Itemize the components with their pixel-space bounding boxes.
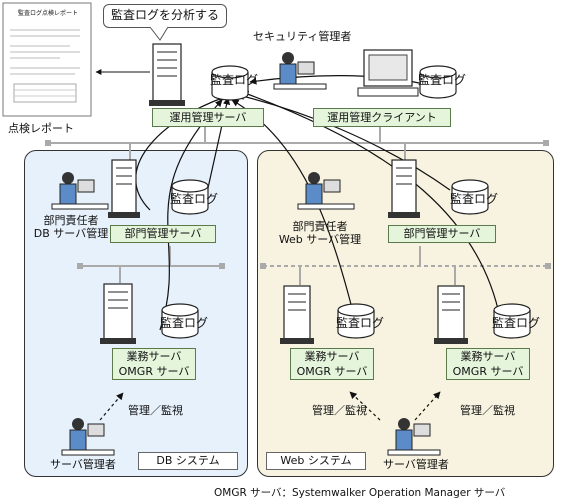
- db-biz-server-tower: [100, 283, 136, 344]
- web-server-admin-label: サーバ管理者: [383, 458, 449, 471]
- web-manage-monitor-1: 管理／監視: [312, 404, 367, 417]
- footnote: OMGR サーバ：Systemwalker Operation Manager …: [214, 487, 506, 499]
- report-label: 点検レポート: [8, 122, 74, 135]
- web-dept-server-label: 部門管理サーバ: [388, 225, 496, 243]
- db-biz-server-line1: 業務サーバ: [126, 350, 182, 363]
- web-biz2-line1: 業務サーバ: [460, 350, 516, 363]
- client-audit-log-label: 監査ログ: [418, 73, 467, 87]
- db-dept-server-label: 部門管理サーバ: [110, 225, 216, 243]
- db-manager-label: 部門責任者 DB サーバ管理: [26, 214, 116, 240]
- db-server-admin-label: サーバ管理者: [50, 458, 116, 471]
- db-cylinders: [161, 65, 531, 339]
- web-manager-line2: Web サーバ管理: [278, 233, 362, 246]
- ops-client-pc: [357, 49, 419, 97]
- web-system-label: Web システム: [266, 452, 366, 470]
- web-manage-monitor-2: 管理／監視: [460, 404, 515, 417]
- security-admin-figure: [273, 52, 327, 90]
- db-biz-server-line2: OMGR サーバ: [118, 365, 190, 378]
- ops-server-tower: [149, 43, 185, 106]
- db-server-admin-figure: [61, 418, 115, 456]
- main-audit-log-label: 監査ログ: [210, 73, 259, 87]
- web-biz1-server-label: 業務サーバ OMGR サーバ: [290, 348, 374, 380]
- web-biz2-audit-log: 監査ログ: [492, 316, 541, 330]
- top-network-bus: [45, 126, 549, 160]
- web-biz2-server-tower: [434, 285, 468, 344]
- web-biz2-line2: OMGR サーバ: [452, 365, 524, 378]
- web-manager-label: 部門責任者 Web サーバ管理: [272, 220, 368, 246]
- web-biz1-line1: 業務サーバ: [304, 350, 360, 363]
- web-server-admin-figure: [387, 418, 441, 456]
- web-manager-line1: 部門責任者: [292, 220, 348, 233]
- db-system-label: DB システム: [138, 452, 238, 470]
- security-admin-label: セキュリティ管理者: [253, 30, 352, 43]
- web-network-bus: [260, 246, 551, 285]
- report-title: 監査ログ点検レポート: [18, 10, 79, 17]
- db-manage-monitor: 管理／監視: [128, 404, 183, 417]
- manage-arrows: [99, 391, 441, 421]
- ops-client-label: 運用管理クライアント: [313, 108, 451, 127]
- db-network-bus: [77, 246, 225, 283]
- db-biz-audit-log: 監査ログ: [160, 316, 209, 330]
- web-biz2-server-label: 業務サーバ OMGR サーバ: [446, 348, 530, 380]
- db-manager-figure: [51, 172, 109, 210]
- web-biz1-line2: OMGR サーバ: [296, 365, 368, 378]
- db-manager-line2: DB サーバ管理: [33, 227, 109, 240]
- web-dept-server-tower: [388, 159, 420, 218]
- web-biz1-server-tower: [280, 285, 314, 344]
- web-manager-figure: [297, 172, 355, 210]
- ops-server-label: 運用管理サーバ: [152, 108, 264, 127]
- db-manager-line1: 部門責任者: [43, 214, 99, 227]
- db-dept-audit-log: 監査ログ: [170, 192, 219, 206]
- db-biz-server-label: 業務サーバ OMGR サーバ: [112, 348, 196, 380]
- web-dept-audit-log: 監査ログ: [450, 192, 499, 206]
- report-document: [2, 2, 92, 117]
- db-dept-server-tower: [108, 159, 140, 218]
- web-biz1-audit-log: 監査ログ: [336, 316, 385, 330]
